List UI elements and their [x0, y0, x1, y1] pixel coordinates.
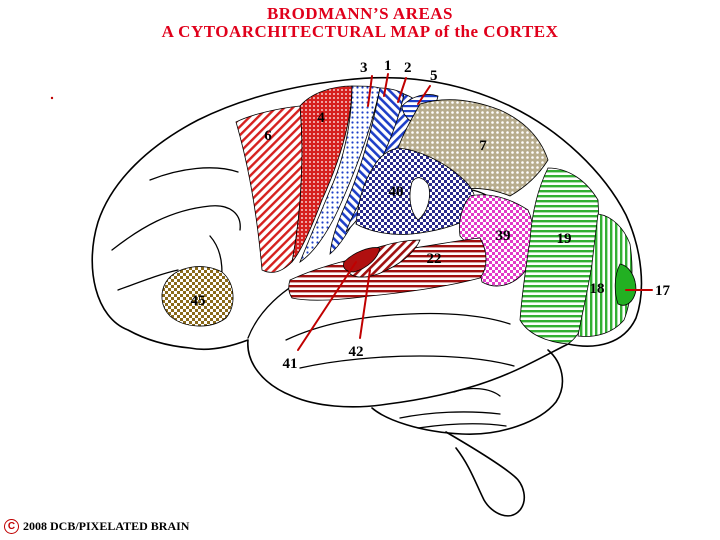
- area-4-region: [291, 85, 353, 263]
- leader-line-41: [297, 261, 357, 351]
- label-area-6: 6: [264, 128, 272, 144]
- stray-dot: [50, 96, 54, 100]
- leader-line-2: [397, 77, 407, 103]
- label-area-2: 2: [404, 60, 412, 76]
- label-area-22: 22: [427, 251, 442, 267]
- copyright-notice: C 2008 DCB/PIXELATED BRAIN: [4, 519, 189, 534]
- label-area-41: 41: [283, 356, 298, 372]
- label-area-3: 3: [360, 60, 368, 76]
- label-area-45: 45: [191, 293, 206, 309]
- leader-line-3: [367, 75, 373, 107]
- label-area-18: 18: [590, 281, 605, 297]
- copyright-text: 2008 DCB/PIXELATED BRAIN: [23, 519, 190, 533]
- label-area-42: 42: [349, 344, 364, 360]
- leader-line-42: [359, 269, 371, 339]
- label-area-4: 4: [317, 110, 325, 126]
- area-40-region: [355, 147, 476, 235]
- copyright-icon: C: [4, 519, 19, 534]
- label-area-7: 7: [479, 138, 487, 154]
- leader-lines: [297, 73, 653, 351]
- label-area-1: 1: [384, 58, 392, 74]
- area-18-region: [577, 213, 633, 337]
- label-area-40: 40: [389, 184, 404, 200]
- title-line-2: A CYTOARCHITECTURAL MAP of the CORTEX: [161, 22, 559, 41]
- label-area-19: 19: [557, 231, 572, 247]
- label-area-39: 39: [496, 228, 511, 244]
- area-19-region: [519, 167, 599, 345]
- label-area-17: 17: [655, 283, 671, 299]
- leader-line-1: [383, 73, 389, 97]
- title-line-1: BRODMANN’S AREAS: [266, 4, 454, 23]
- area-17-region: [614, 263, 637, 306]
- leader-line-5: [417, 85, 431, 105]
- label-area-5: 5: [430, 68, 438, 84]
- area-labels: 3 1 2 5 4 6 7 40 39 19 22 18 17 45 41 42: [191, 58, 671, 372]
- area-45-region: [161, 266, 234, 327]
